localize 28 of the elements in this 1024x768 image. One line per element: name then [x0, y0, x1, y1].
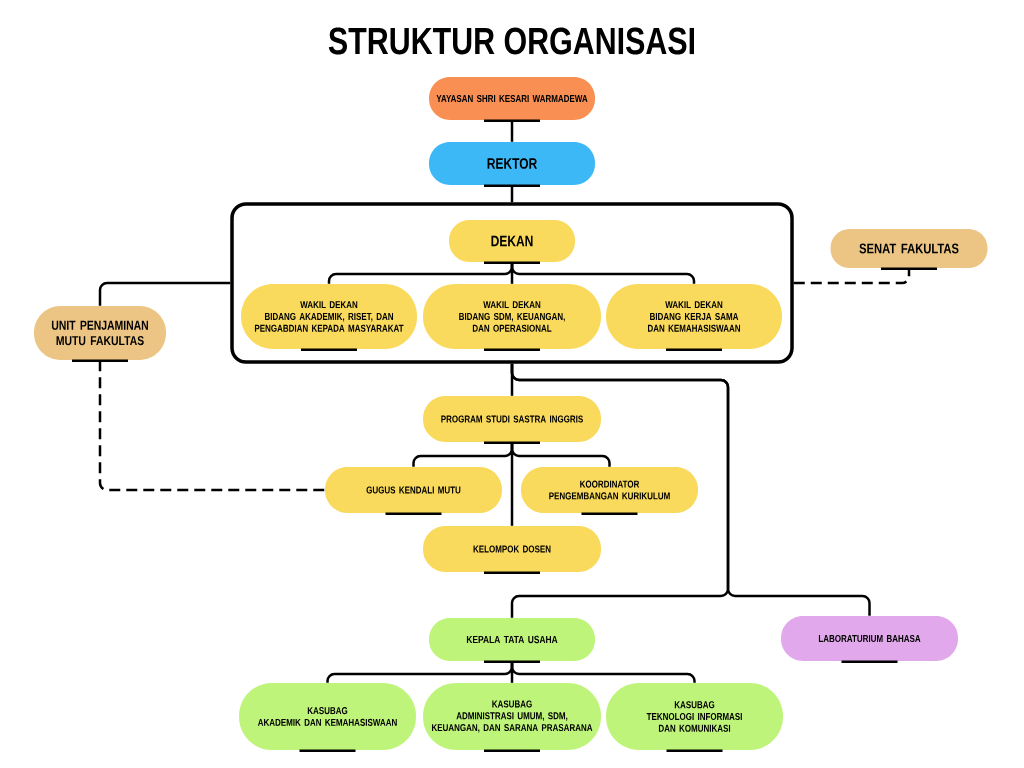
pill-box: LABORATURIUM BAHASA: [781, 616, 958, 661]
pill-box: GUGUS KENDALI MUTU: [325, 467, 502, 513]
connector-line: [510, 120, 514, 142]
dashed-connector: [793, 268, 911, 285]
pill-box: YAYASAN SHRI KESARI WARMADEWA: [429, 77, 595, 120]
pill-box: REKTOR: [429, 142, 595, 185]
pill-box: KEPALA TATA USAHA: [429, 618, 595, 661]
pill-box: KASUBAG ADMINISTRASI UMUM, SDM, KEUANGAN, DAN SARANA PRASARANA: [423, 683, 601, 750]
pill-box: KASUBAG AKADEMIK DAN KEMAHASISWAAN: [239, 683, 416, 750]
pill-box: UNIT PENJAMINAN MUTU FAKULTAS: [34, 306, 166, 360]
pill-box: KELOMPOK DOSEN: [423, 526, 601, 572]
connector-line: [510, 262, 696, 284]
pill-box: WAKIL DEKAN BIDANG AKADEMIK, RISET, DAN PENGABDIAN KEPADA MASYARAKAT: [241, 284, 417, 349]
frame-box: [230, 202, 794, 364]
connector-line: [510, 185, 514, 203]
pill-box: KOORDINATOR PENGEMBANGAN KURIKULUM: [521, 467, 698, 513]
dashed-connector: [98, 360, 325, 492]
connector-line: [510, 661, 696, 683]
pill-box: KASUBAG TEKNOLOGI INFORMASI DAN KOMUNIKASI: [606, 683, 783, 750]
pill-box: DEKAN: [449, 220, 575, 262]
pill-box: WAKIL DEKAN BIDANG SDM, KEUANGAN, DAN OPERASIONAL: [423, 284, 601, 349]
connector-line: [510, 442, 514, 526]
connector-line: [98, 281, 231, 306]
connector-line: [510, 363, 871, 616]
pill-box: WAKIL DEKAN BIDANG KERJA SAMA DAN KEMAHASISWAAN: [606, 284, 782, 349]
pill-box: SENAT FAKULTAS: [830, 229, 988, 268]
title: STRUKTUR ORGANISASI: [328, 27, 694, 55]
pill-box: PROGRAM STUDI SASTRA INGGRIS: [423, 396, 601, 442]
